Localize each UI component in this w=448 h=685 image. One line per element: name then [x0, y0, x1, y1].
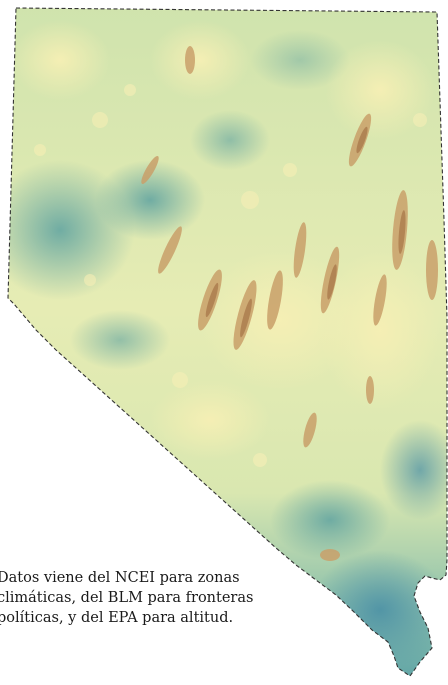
caption-line-2: climáticas, del BLM para fronteras: [0, 590, 254, 606]
caption-line-1: Datos viene del NCEI para zonas: [0, 570, 240, 586]
caption-line-3: políticas, y del EPA para altitud.: [0, 610, 234, 626]
data-source-caption: Datos viene del NCEI para zonas climátic…: [0, 568, 297, 628]
